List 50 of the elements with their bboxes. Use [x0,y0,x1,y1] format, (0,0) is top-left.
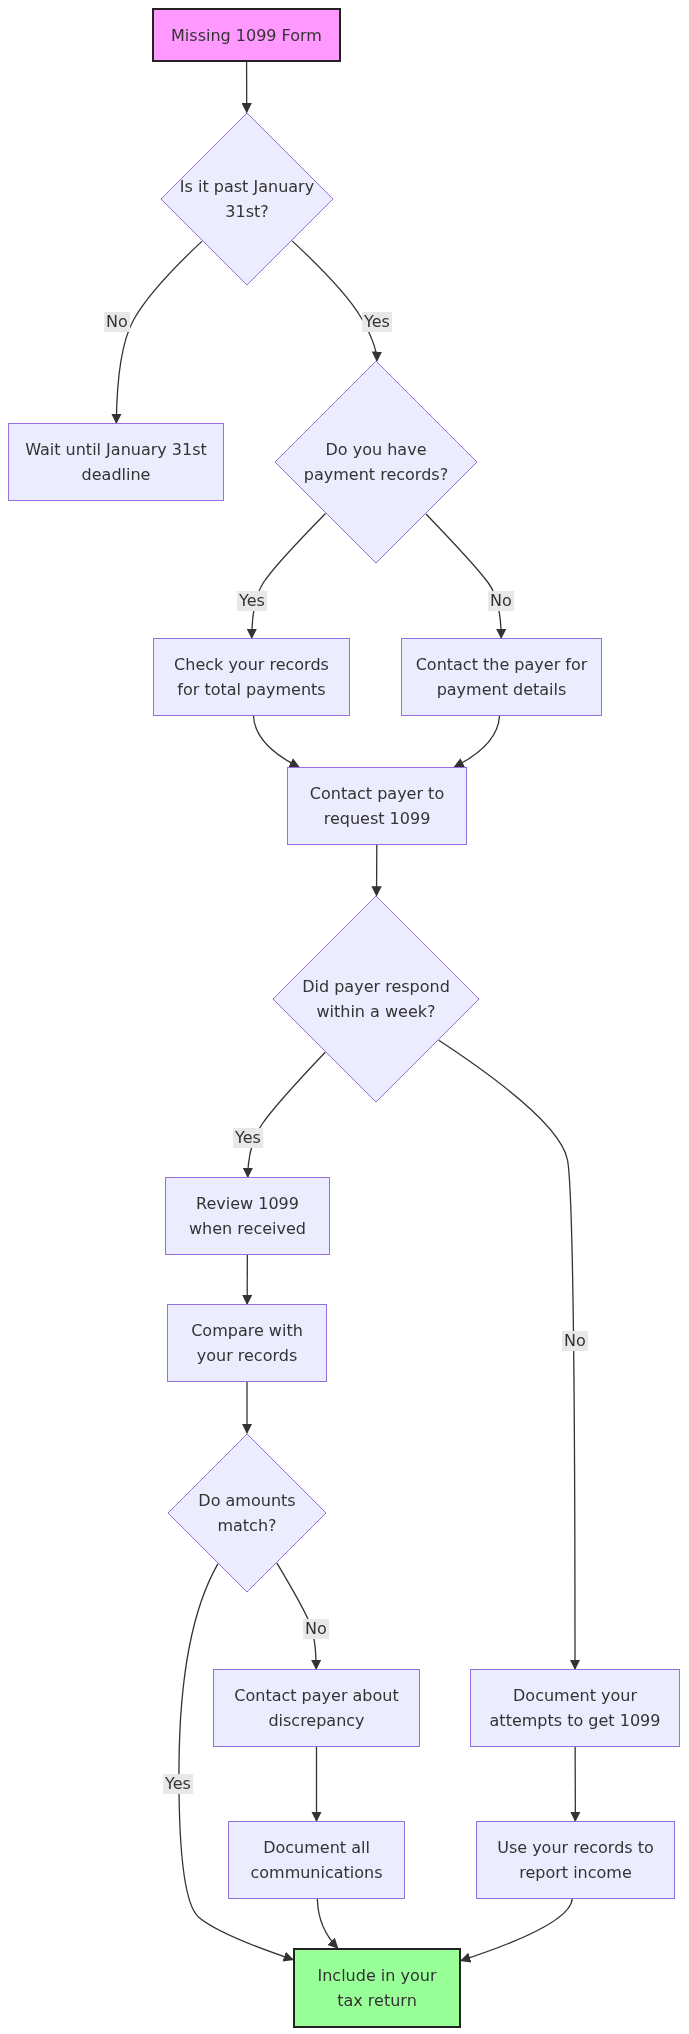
arrow [453,715,501,768]
process-box [401,638,602,716]
node-label: Document your attempts to get 1099 [488,1685,662,1732]
arrow [371,844,382,897]
edge-label: No [562,1331,588,1351]
arrow [178,1563,294,1962]
process-box [287,767,467,845]
process-box [8,423,224,501]
node-label: Contact payer to request 1099 [308,783,446,830]
edge-label: Yes [233,1128,263,1148]
node-label: Contact the payer for payment details [414,654,589,701]
process-box [228,1821,405,1899]
arrow [252,715,300,768]
arrow [111,240,203,425]
node-label: Check your records for total payments [173,654,330,701]
process-box [476,1821,675,1899]
node-label: Compare with your records [190,1320,304,1367]
node-label: Missing 1099 Form [170,24,323,47]
node-label: Document all communications [249,1837,384,1884]
node-label: Is it past January 31st? [178,176,316,223]
terminal-box [293,1948,461,2028]
process-box [213,1669,420,1747]
arrow [311,1746,322,1823]
process-box [165,1177,330,1255]
arrow [438,1039,581,1671]
arrow [460,1898,573,1963]
arrow [241,1381,253,1435]
node-label: Contact payer about discrepancy [233,1685,400,1732]
edge-label: Yes [163,1774,193,1794]
node-label: Review 1099 when received [188,1193,307,1240]
node-label: Wait until January 31st deadline [24,439,208,486]
process-box [153,638,350,716]
node-label: Did payer respond within a week? [301,976,451,1023]
edge-label: Yes [237,591,267,611]
edge-label: No [303,1619,329,1639]
arrow [291,240,382,362]
edge-label: No [488,591,514,611]
arrow [241,61,252,114]
node-label: Use your records to report income [496,1837,655,1884]
process-box [167,1304,327,1382]
node-label: Include in your tax return [316,1965,438,2012]
node-label: Do amounts match? [197,1490,297,1537]
edge-label: No [104,312,130,332]
process-box [470,1669,680,1747]
arrow [316,1898,339,1949]
node-label: Do you have payment records? [302,439,450,486]
edge-label: Yes [362,312,392,332]
arrow [570,1746,581,1823]
arrow [242,1254,253,1306]
terminal-box [152,8,341,62]
